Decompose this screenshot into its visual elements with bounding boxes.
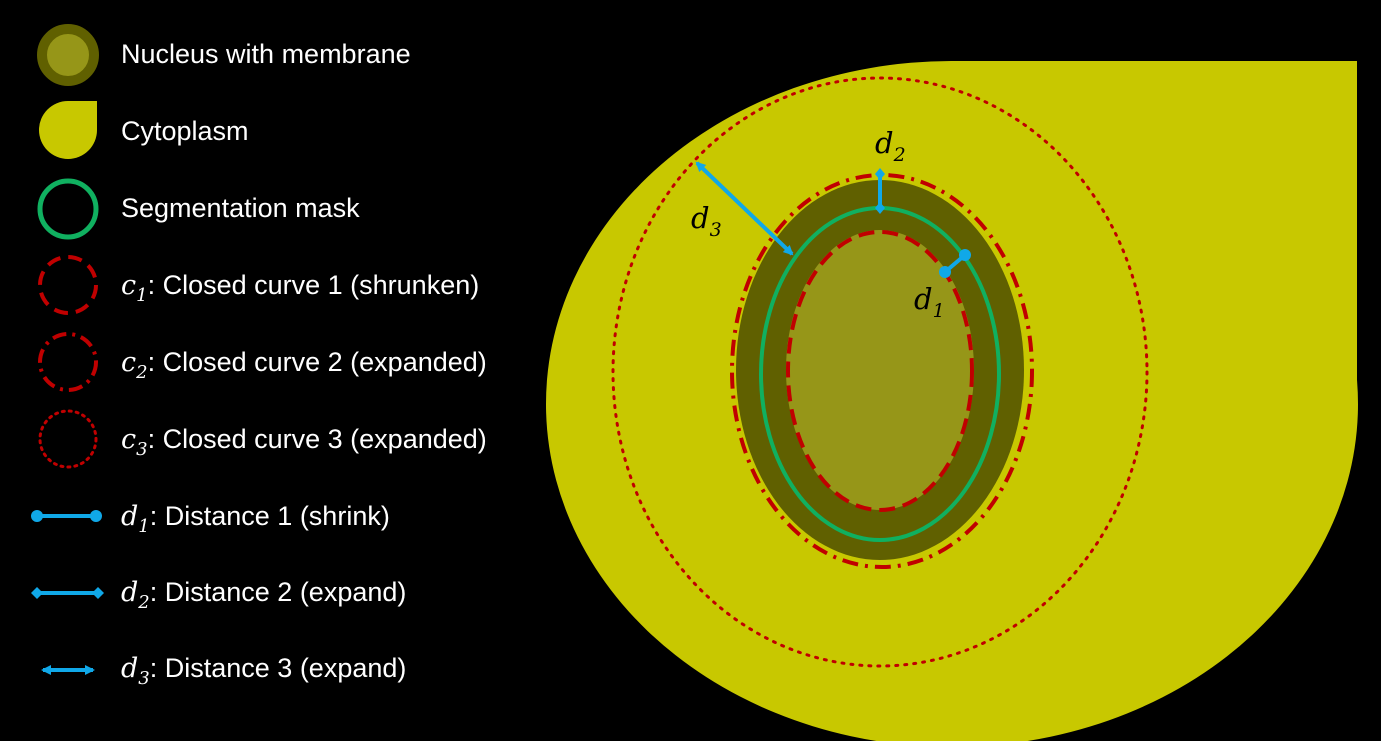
legend-item-c1: c1: Closed curve 1 (shrunken): [38, 255, 479, 315]
legend-label-segmentation: Segmentation mask: [121, 193, 360, 223]
dashed-curve-swatch-icon: [38, 255, 98, 315]
closed-curve-3: [611, 76, 1149, 668]
legend-item-d3: d3: Distance 3 (expand): [41, 653, 406, 689]
closed-curve-1: [786, 230, 974, 512]
dot-line-swatch-icon: [31, 510, 102, 522]
cell-illustration: d2 d3 d1: [545, 61, 1358, 741]
legend-label-c3: c3: Closed curve 3 (expanded): [121, 424, 487, 460]
dash-dot-curve-swatch-icon: [38, 332, 98, 392]
distance-d2: [875, 168, 885, 214]
legend-label-nucleus: Nucleus with membrane: [121, 39, 411, 69]
closed-curve-2: [730, 173, 1034, 569]
distance-d1: [939, 249, 971, 278]
distance-d3: [695, 161, 794, 256]
legend-item-d1: d1: Distance 1 (shrink): [31, 501, 390, 537]
legend-label-cytoplasm: Cytoplasm: [121, 116, 249, 146]
legend-label-d3: d3: Distance 3 (expand): [121, 653, 406, 689]
legend-item-c2: c2: Closed curve 2 (expanded): [38, 332, 487, 392]
nucleus-swatch-icon: [37, 24, 99, 86]
label-d3: d3: [691, 201, 722, 241]
cytoplasm-swatch-icon: [39, 101, 97, 159]
legend: Nucleus with membrane Cytoplasm Segmenta…: [31, 24, 487, 689]
legend-label-c1: c1: Closed curve 1 (shrunken): [121, 270, 479, 306]
legend-label-c2: c2: Closed curve 2 (expanded): [121, 347, 487, 383]
legend-item-segmentation: Segmentation mask: [37, 178, 360, 240]
diamond-line-swatch-icon: [31, 587, 104, 599]
label-d1: d1: [914, 282, 945, 322]
legend-label-d2: d2: Distance 2 (expand): [121, 577, 406, 613]
legend-label-d1: d1: Distance 1 (shrink): [121, 501, 390, 537]
dotted-curve-swatch-icon: [38, 409, 98, 469]
legend-item-cytoplasm: Cytoplasm: [39, 101, 249, 159]
legend-item-d2: d2: Distance 2 (expand): [31, 577, 406, 613]
legend-item-nucleus: Nucleus with membrane: [37, 24, 411, 86]
segmentation-swatch-icon: [37, 178, 99, 240]
label-d2: d2: [875, 126, 906, 166]
legend-item-c3: c3: Closed curve 3 (expanded): [38, 409, 487, 469]
nucleus-interior: [786, 230, 974, 510]
